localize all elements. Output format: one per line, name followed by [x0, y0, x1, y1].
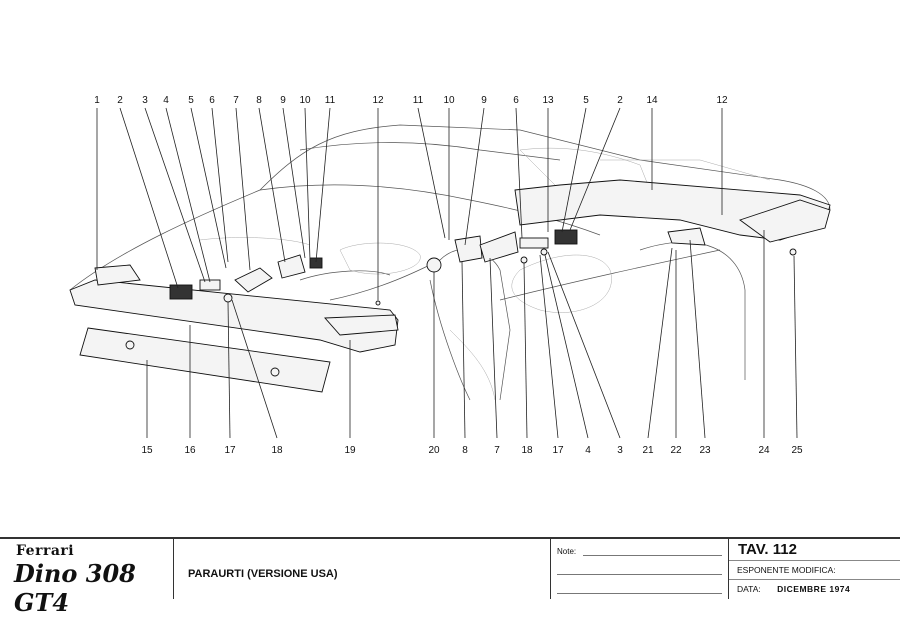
callout-label: 2: [117, 95, 123, 106]
callout-label: 7: [233, 95, 239, 106]
callout-label: 16: [184, 445, 196, 456]
note-line: [583, 555, 722, 556]
callout-label: 12: [372, 95, 384, 106]
callout-label: 5: [583, 95, 589, 106]
date-row: DATA: DICEMBRE 1974: [729, 579, 900, 599]
rear-bumper: [514, 179, 831, 246]
callout-label: 2: [617, 95, 623, 106]
callout-label: 3: [142, 95, 148, 106]
callout-label: 3: [617, 445, 623, 456]
revision-label: ESPONENTE MODIFICA:: [737, 565, 836, 575]
callout-label: 19: [344, 445, 356, 456]
callout-label: 10: [443, 95, 455, 106]
callout-label: 5: [188, 95, 194, 106]
callout-label: 8: [256, 95, 262, 106]
notes-cell: Note:: [551, 539, 729, 599]
callout-label: 4: [585, 445, 591, 456]
table-number: TAV. 112: [738, 541, 797, 558]
callout-label: 18: [521, 445, 533, 456]
title-block: Ferrari Dino 308 GT4 PARAURTI (VERSIONE …: [0, 537, 900, 617]
revision-row: ESPONENTE MODIFICA:: [729, 560, 900, 579]
car-body-outline: [69, 124, 831, 401]
bottom-callouts: 15 16 17 18 19 20 8 7 18 17 4 3 21 22 23…: [141, 445, 803, 456]
front-bumper: [69, 264, 399, 353]
callout-label: 6: [513, 95, 519, 106]
leader-lines: [96, 107, 798, 439]
callout-label: 17: [552, 445, 564, 456]
callout-label: 11: [413, 95, 424, 106]
note-line: [557, 574, 722, 575]
callout-label: 13: [542, 95, 554, 106]
ferrari-logo-text: Ferrari: [16, 543, 75, 559]
rear-bumper-mounts: [426, 229, 797, 273]
callout-label: 24: [758, 445, 770, 456]
notes-label: Note:: [557, 547, 577, 556]
callout-label: 9: [481, 95, 487, 106]
callout-label: 23: [699, 445, 711, 456]
date-label: DATA:: [737, 584, 761, 594]
callout-label: 21: [642, 445, 654, 456]
callout-label: 4: [163, 95, 169, 106]
dino-308gt4-logo: Dino 308 GT4: [14, 559, 136, 617]
callout-label: 12: [716, 95, 728, 106]
drawing-description: PARAURTI (VERSIONE USA): [188, 568, 338, 580]
exploded-parts-diagram: 1 2 3 4 5 6 7 8 9 10 11 12 11 10 9 6 13 …: [69, 95, 831, 456]
brand-logo: Ferrari Dino 308 GT4: [0, 539, 174, 617]
date-value: DICEMBRE 1974: [777, 584, 851, 594]
callout-label: 15: [141, 445, 153, 456]
callout-label: 6: [209, 95, 215, 106]
callout-label: 10: [299, 95, 311, 106]
description-cell: PARAURTI (VERSIONE USA): [174, 539, 551, 599]
callout-label: 17: [224, 445, 236, 456]
callout-label: 25: [791, 445, 803, 456]
note-line: [557, 593, 722, 594]
callout-label: 9: [280, 95, 286, 106]
callout-label: 20: [428, 445, 440, 456]
front-grille: [79, 327, 331, 393]
callout-label: 11: [325, 95, 336, 106]
meta-cell: TAV. 112 ESPONENTE MODIFICA: DATA: DICEM…: [729, 539, 900, 599]
callout-label: 18: [271, 445, 283, 456]
front-bumper-mounts: [169, 254, 381, 306]
callout-label: 1: [94, 95, 100, 106]
callout-label: 8: [462, 445, 468, 456]
top-callouts: 1 2 3 4 5 6 7 8 9 10 11 12 11 10 9 6 13 …: [94, 95, 728, 106]
callout-label: 14: [646, 95, 658, 106]
callout-label: 22: [670, 445, 682, 456]
callout-label: 7: [494, 445, 500, 456]
